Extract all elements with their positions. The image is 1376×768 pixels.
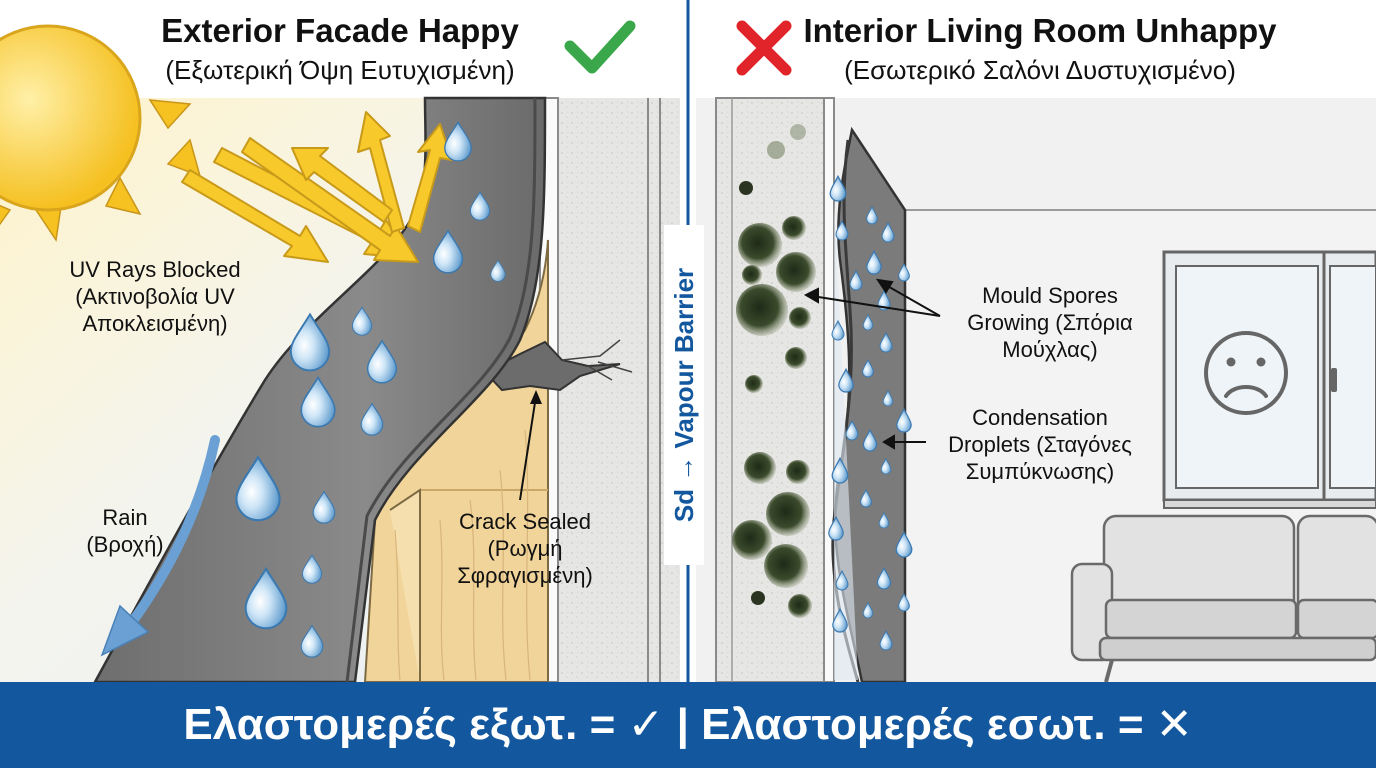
crack-icon (483, 339, 633, 392)
left-panel-title: Exterior Facade Happy (161, 12, 519, 49)
bottom-banner (0, 682, 1376, 768)
right-panel-subtitle: (Εσωτερικό Σαλόνι Δυστυχισμένο) (844, 55, 1236, 85)
sad-face-icon (1204, 331, 1288, 415)
callout-pointers (803, 278, 941, 450)
sofa-icon (1070, 514, 1376, 683)
crack-pointer (519, 395, 537, 501)
rain-arrow (125, 435, 220, 630)
check-icon (564, 20, 636, 74)
window-icon (1162, 250, 1376, 509)
right-panel-title: Interior Living Room Unhappy (803, 12, 1277, 49)
bottom-banner-text: Ελαστομερές εξωτ. = ✓ | Ελαστομερές εσωτ… (183, 700, 1193, 749)
rain-label: Rain(Βροχή) (86, 505, 164, 557)
wall-plaster (555, 98, 680, 682)
mould-spore-icon (732, 124, 816, 618)
cross-icon (736, 20, 792, 76)
left-panel-subtitle: (Εξωτερική Όψη Ευτυχισμένη) (165, 55, 515, 85)
vapour-barrier-label: Sd → Vapour Barrier (664, 225, 704, 565)
uv-arrow-icon (181, 111, 453, 263)
sun-icon (0, 24, 202, 243)
interior-wall (715, 97, 825, 683)
